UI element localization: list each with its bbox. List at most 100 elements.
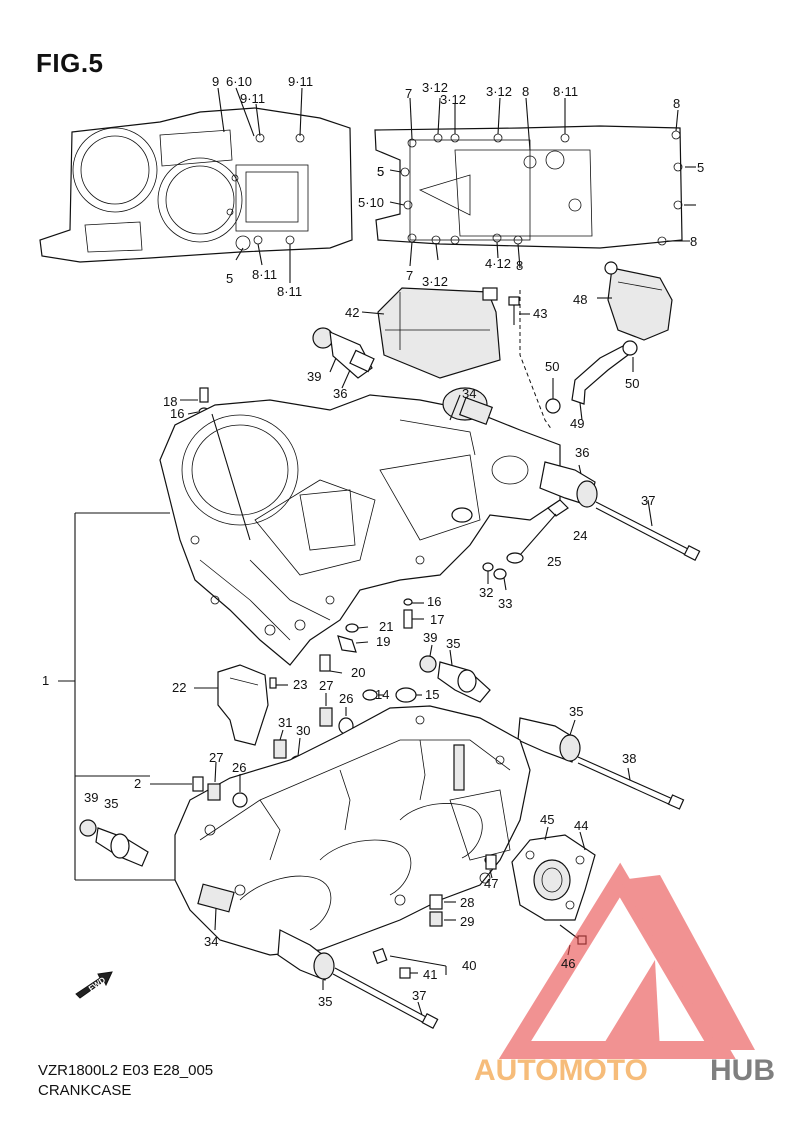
callout-50: 50 <box>545 359 559 374</box>
callout-37: 37 <box>412 988 426 1003</box>
watermark-text-part2: HUB <box>710 1054 775 1087</box>
callout-33: 33 <box>498 596 512 611</box>
callout-5: 5 <box>697 160 704 175</box>
callout-36: 36 <box>333 386 347 401</box>
callout-41: 41 <box>423 967 437 982</box>
callout-35: 35 <box>318 994 332 1009</box>
inset-crankcase-top-right <box>374 97 696 269</box>
part-bolt-37-bottom <box>332 967 439 1030</box>
callout-39: 39 <box>84 790 98 805</box>
part-lower-crankcase <box>174 705 531 956</box>
callout-20: 20 <box>351 665 365 680</box>
part-plug-28-29 <box>429 894 456 927</box>
callout-49: 49 <box>570 416 584 431</box>
callout-8-11: 8·11 <box>553 84 578 99</box>
callout-3-12: 3·12 <box>486 84 512 99</box>
part-plug-35-right <box>517 717 581 763</box>
watermark-logo <box>498 862 755 1059</box>
callout-25: 25 <box>547 554 561 569</box>
part-plug-36-right <box>539 461 598 508</box>
callout-7: 7 <box>406 268 413 283</box>
callout-26: 26 <box>339 691 353 706</box>
callout-45: 45 <box>540 812 554 827</box>
part-dowel-34-lower <box>197 883 235 931</box>
callout-17: 17 <box>430 612 444 627</box>
part-bolt-32-washer-33 <box>482 562 507 591</box>
callout-39: 39 <box>307 369 321 384</box>
part-hose-49 <box>571 344 633 421</box>
figure-title: FIG.5 <box>36 48 104 78</box>
watermark-text-part1: AUTOMOTO <box>474 1054 648 1087</box>
callout-8-11: 8·11 <box>277 284 302 299</box>
callout-8: 8 <box>690 234 697 249</box>
callout-23: 23 <box>293 677 307 692</box>
inset-crankcase-top-left <box>39 87 353 283</box>
callout-9-11: 9·11 <box>240 91 265 106</box>
callout-6-10: 6·10 <box>226 74 252 89</box>
part-fitting-18 <box>180 387 210 417</box>
part-cap-48 <box>597 261 673 341</box>
callout-50: 50 <box>625 376 639 391</box>
callout-5: 5 <box>377 164 384 179</box>
callout-5-10: 5·10 <box>358 195 384 210</box>
callout-42: 42 <box>345 305 359 320</box>
callout-7: 7 <box>405 86 412 101</box>
callout-1: 1 <box>42 673 49 688</box>
callout-30: 30 <box>296 723 310 738</box>
part-dowel-2 <box>150 776 204 792</box>
callout-3-12: 3·12 <box>440 92 466 107</box>
callout-34: 34 <box>462 386 476 401</box>
callout-3-12: 3·12 <box>422 80 448 95</box>
part-dowel-34-upper <box>458 396 494 426</box>
callout-44: 44 <box>574 818 588 833</box>
part-fitting-17 <box>403 598 424 629</box>
callout-15: 15 <box>425 687 439 702</box>
model-code: VZR1800L2 E03 E28_005 <box>38 1062 214 1079</box>
callout-22: 22 <box>172 680 186 695</box>
callout-8: 8 <box>522 84 529 99</box>
callout-14: 14 <box>375 687 389 702</box>
part-cover-42 <box>361 287 501 379</box>
callout-16: 16 <box>427 594 441 609</box>
callout-35: 35 <box>446 636 460 651</box>
callout-4-12: 4·12 <box>485 256 511 271</box>
part-fitting-19-20-21 <box>319 623 369 674</box>
callout-5: 5 <box>226 271 233 286</box>
part-plug-35-mid <box>419 644 491 703</box>
callout-8-11: 8·11 <box>252 267 277 282</box>
callout-35: 35 <box>569 704 583 719</box>
callout-21: 21 <box>379 619 393 634</box>
callout-38: 38 <box>622 751 636 766</box>
callout-31: 31 <box>278 715 292 730</box>
part-bolt-43 <box>508 296 530 325</box>
callout-26: 26 <box>232 760 246 775</box>
part-oil-pump-44-45 <box>511 826 596 921</box>
part-bracket-22 <box>194 664 288 746</box>
callout-3-12: 3·12 <box>422 274 448 289</box>
part-dipstick-24 <box>506 499 569 564</box>
callout-19: 19 <box>376 634 390 649</box>
callout-28: 28 <box>460 895 474 910</box>
callout-36: 36 <box>575 445 589 460</box>
callout-43: 43 <box>533 306 547 321</box>
callout-5: 5 <box>377 164 384 179</box>
callout-8: 8 <box>673 96 680 111</box>
part-bolts-40-41 <box>372 947 447 979</box>
callout-40: 40 <box>462 958 476 973</box>
callout-35: 35 <box>104 796 118 811</box>
callout-47: 47 <box>484 876 498 891</box>
part-clamp-50 <box>519 290 638 431</box>
group-bracket-1 <box>58 512 175 881</box>
part-upper-crankcase-1 <box>159 387 561 666</box>
callout-2: 2 <box>134 776 141 791</box>
callout-37: 37 <box>641 493 655 508</box>
part-dowel-47 <box>485 854 497 879</box>
callout-46: 46 <box>561 956 575 971</box>
part-bolt-37-right <box>595 499 701 561</box>
callout-32: 32 <box>479 585 493 600</box>
callout-48: 48 <box>573 292 587 307</box>
